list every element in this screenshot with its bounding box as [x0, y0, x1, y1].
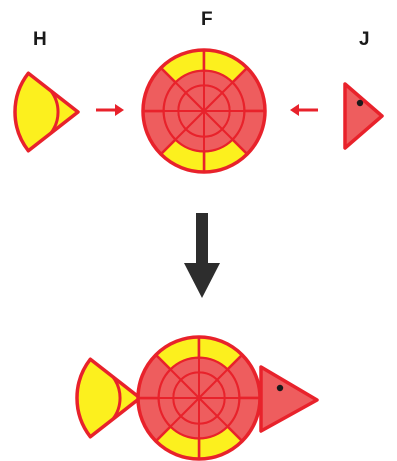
label-h: H	[33, 29, 47, 50]
arrow-h-to-f	[96, 104, 124, 116]
head-eye	[356, 99, 364, 107]
tail-fan	[13, 71, 80, 153]
tail-piece-h	[13, 71, 80, 153]
tail-inner-arc	[111, 375, 122, 421]
assembled-tail	[75, 357, 142, 439]
down-arrow	[184, 213, 220, 298]
arrow-j-to-f	[290, 104, 318, 116]
tail-fan	[75, 357, 142, 439]
head-eye	[276, 384, 284, 392]
label-j: J	[359, 29, 370, 50]
tail-inner-arc	[49, 89, 60, 135]
head-triangle	[343, 82, 384, 150]
label-f: F	[201, 9, 213, 30]
body-inner-slice	[177, 91, 207, 112]
body-inner-slice	[172, 378, 202, 399]
head-triangle	[259, 365, 319, 433]
body-outline	[141, 48, 267, 174]
assembled-body	[136, 335, 262, 461]
head-piece-j	[343, 82, 384, 150]
assembled-head	[259, 365, 319, 433]
body-piece-f	[141, 48, 267, 174]
assembled-fish	[75, 335, 319, 461]
